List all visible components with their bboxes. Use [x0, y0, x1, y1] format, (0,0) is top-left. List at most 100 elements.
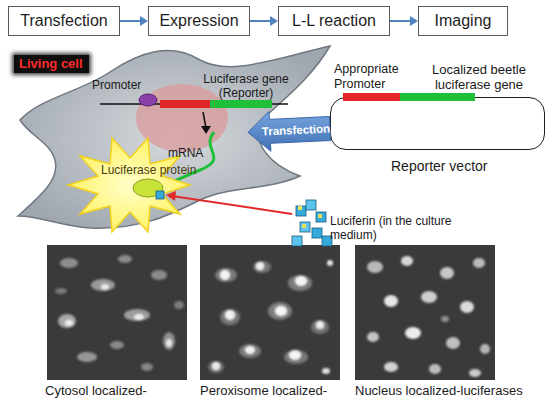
cytosol-image-part-part: [134, 314, 144, 320]
cytosol-image-part-part: [124, 309, 150, 321]
cytosol-image-part-part: [166, 339, 172, 347]
peroxisome-image-part-part: [253, 261, 271, 273]
node-subtext: Localized beetle luciferase gene: [417, 62, 541, 92]
flow-arrow: [250, 16, 278, 26]
peroxisome-image-part-part: [220, 309, 240, 325]
nucleus-image-part-part: [446, 337, 460, 349]
luciferin-cubes: [292, 200, 332, 246]
vector-gene: [400, 93, 475, 101]
vector-promoter: [343, 93, 400, 101]
cell-illustration-part: [18, 46, 332, 246]
luciferin-cubes-part: [316, 212, 326, 222]
gene-segment: [210, 100, 272, 108]
peroxisome-image-part-part: [256, 262, 264, 270]
cytosol-image-part-part: [101, 284, 109, 290]
vector-illustration: [330, 97, 545, 150]
arrow-head: [270, 16, 278, 26]
arrow-shaft: [120, 20, 140, 22]
nucleus-image-part-part: [405, 327, 421, 339]
process-box: Imaging: [418, 6, 508, 36]
nucleus-image-part-part: [469, 369, 481, 377]
luciferin-cube: [156, 191, 164, 199]
cytosol-image-part-part: [110, 341, 124, 349]
nucleus-image-part-part: [384, 362, 398, 372]
peroxisome-image-part-part: [316, 321, 324, 329]
peroxisome-image-part-part: [311, 320, 329, 334]
cytosol-image-part-part: [141, 363, 153, 371]
cytosol-image-part-part: [91, 279, 115, 291]
cytosol-image: [47, 245, 187, 380]
nucleus-image-part-part: [367, 332, 379, 342]
peroxisome-image-part-part: [284, 350, 308, 364]
luciferin-cubes-part: [298, 206, 302, 210]
peroxisome-image-part-part: [225, 310, 235, 320]
cytosol-image-part-part: [65, 320, 73, 326]
uptake-head: [166, 191, 176, 201]
cytosol-image-part-part: [174, 301, 184, 309]
part-label: Luciferin (in the culture medium): [330, 214, 480, 242]
luciferin-cubes-part: [292, 236, 302, 246]
cytosol-image-part-part: [58, 314, 76, 328]
nucleus-image-part-part: [460, 301, 474, 313]
arrow-head: [140, 16, 148, 26]
image-caption: Peroxisome localized-: [200, 383, 327, 398]
nucleus-image-part-part: [480, 344, 490, 354]
luciferin-cubes-part: [306, 200, 316, 210]
cell-outline: [18, 46, 330, 228]
nucleus-image-part-part: [384, 295, 398, 307]
peroxisome-image-part-part: [212, 362, 220, 370]
peroxisome-image-part-part: [322, 368, 330, 374]
nucleus-image-part: [367, 256, 490, 377]
node-text: Living cell: [14, 55, 89, 73]
luciferin-cubes-part: [312, 228, 322, 238]
peroxisome-image-part-part: [327, 260, 333, 266]
arrow-shaft: [390, 20, 410, 22]
nucleus-image-part-part: [421, 291, 437, 303]
flow-arrow: [120, 16, 148, 26]
process-box: L-L reaction: [278, 6, 390, 36]
promoter-segment: [160, 100, 210, 108]
cytosol-image-part-part: [77, 352, 97, 362]
part-label: mRNA: [168, 146, 218, 160]
cytosol-image-part: [55, 255, 184, 371]
peroxisome-image-part-part: [268, 302, 292, 320]
part-label: Promoter: [92, 78, 152, 92]
process-box: Transfection: [8, 6, 120, 36]
peroxisome-image-part-part: [215, 268, 237, 282]
cytosol-image-part-part: [55, 288, 67, 294]
peroxisome-image-part-part: [208, 361, 224, 373]
peroxisome-image-part: [208, 260, 333, 374]
nucleus-image-part: [355, 245, 495, 380]
transcription-head: [201, 126, 211, 134]
peroxisome-image-part-part: [289, 350, 301, 360]
image-caption: Nucleus localized-luciferases: [355, 383, 523, 398]
cytosol-image-part-part: [151, 270, 167, 280]
cytosol-image-part: [47, 245, 187, 380]
nucleus-image-part-part: [401, 256, 413, 266]
promoter-protein: [139, 94, 157, 106]
arrow-shaft: [250, 20, 270, 22]
node-text: Expression: [159, 12, 238, 30]
image-caption: Cytosol localized-: [45, 383, 147, 398]
part-label: Luciferase protein: [101, 163, 211, 177]
peroxisome-image-part-part: [275, 306, 287, 316]
nucleus: [136, 84, 228, 152]
peroxisome-image: [200, 245, 340, 380]
nucleus-image-part-part: [440, 267, 454, 279]
process-box: Expression: [148, 6, 250, 36]
node-text: L-L reaction: [292, 12, 376, 30]
flow-arrow: [390, 16, 418, 26]
reporter-vector: Appropriate PromoterLocalized beetle luc…: [330, 97, 545, 150]
peroxisome-image-part-part: [220, 270, 230, 280]
nucleus-image-part-part: [473, 258, 485, 268]
node-subtext: Reporter vector: [391, 158, 487, 174]
nucleus-image: [355, 245, 495, 380]
peroxisome-image-part: [200, 245, 340, 380]
node-text: Appropriate Promoter: [334, 62, 416, 92]
cytosol-image-part-part: [163, 332, 175, 350]
luciferin-cubes-part: [302, 224, 306, 228]
transcription-arrow: [203, 112, 206, 128]
node-text: Imaging: [435, 12, 492, 30]
